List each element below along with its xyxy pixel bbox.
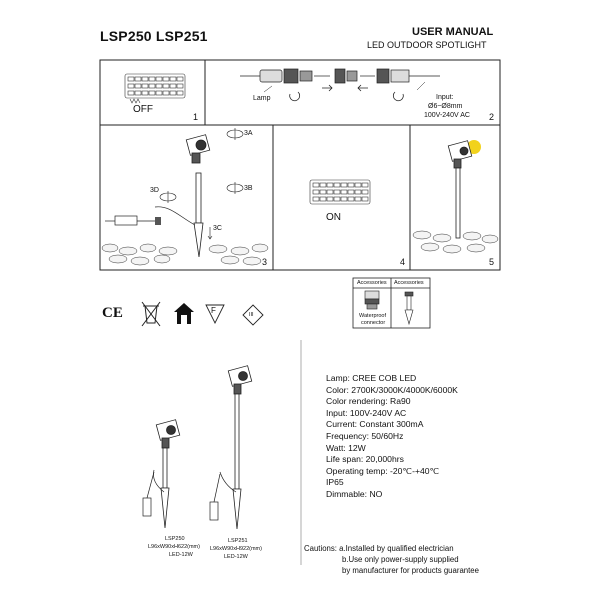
spec-lamp: Lamp: CREE COB LED xyxy=(326,373,417,383)
spec-current: Current: Constant 300mA xyxy=(326,419,424,430)
manual-subtitle: LED OUTDOOR SPOTLIGHT xyxy=(367,40,487,50)
accessory-item-line1: Waterproof xyxy=(359,313,387,319)
step-number-5: 5 xyxy=(489,257,495,267)
spec-color-rendering: Color rendering: Ra90 xyxy=(326,396,411,407)
installed-lamp-lit xyxy=(412,140,499,254)
callout-3c: 3C xyxy=(213,225,222,232)
spec-dimmable: Dimmable: NO xyxy=(326,488,383,499)
product-model-lsp250: LSP250 xyxy=(165,536,185,542)
spec-ip-rating: IP65 xyxy=(326,477,344,488)
spec-frequency: Frequency: 50/60Hz xyxy=(326,430,404,441)
switch-state-off: OFF xyxy=(133,104,153,115)
callout-3b: 3B xyxy=(244,185,253,192)
product-drawings xyxy=(142,365,253,530)
model-title: LSP250 LSP251 xyxy=(100,28,208,44)
accessories-header-2: Accessories xyxy=(394,280,424,286)
class-iii-icon xyxy=(242,304,264,326)
product-model-lsp251: LSP251 xyxy=(228,538,248,544)
step-number-3: 3 xyxy=(262,257,268,267)
product-power-lsp251: LED-12W xyxy=(224,554,248,560)
spec-life-span: Life span: 20,000hrs xyxy=(326,454,404,465)
manual-title: USER MANUAL xyxy=(412,26,494,38)
lamp-label: Lamp xyxy=(253,95,271,102)
caution-b: b.Use only power-supply supplied xyxy=(342,555,459,564)
cable-diameter: Ø6~Ø8mm xyxy=(428,103,463,110)
callout-3d: 3D xyxy=(150,187,159,194)
assembly-diagram xyxy=(101,128,269,266)
caution-c: by manufacturer for products guarantee xyxy=(342,566,479,575)
product-dims-lsp250: L96xW90xH622(mm) xyxy=(148,544,200,550)
step-number-4: 4 xyxy=(400,257,406,267)
class-iii-label: III xyxy=(249,312,254,318)
step-number-2: 2 xyxy=(489,112,495,122)
product-power-lsp250: LED-12W xyxy=(169,552,193,558)
spec-operating-temp: Operating temp: -20℃-+40℃ xyxy=(326,465,440,476)
accessory-item-line2: connector xyxy=(361,320,386,326)
caution-a: Cautions: a.Installed by qualified elect… xyxy=(304,544,454,553)
terminal-block-off xyxy=(124,73,186,104)
switch-state-on: ON xyxy=(326,212,341,223)
callout-3a: 3A xyxy=(244,130,253,137)
spec-color: Color: 2700K/3000K/4000K/6000K xyxy=(326,384,458,395)
ce-mark-icon: CE xyxy=(102,305,123,321)
spec-list: Lamp: CREE COB LED Color: 2700K/3000K/40… xyxy=(326,373,458,501)
waterproof-connector-diagram xyxy=(240,68,440,102)
section-divider xyxy=(300,340,302,565)
f-mark-label: F xyxy=(211,306,216,315)
spec-input: Input: 100V-240V AC xyxy=(326,407,407,418)
input-label: Input: xyxy=(436,94,454,101)
accessories-header-1: Accessories xyxy=(357,280,387,286)
f-mark-icon xyxy=(205,304,225,325)
step-number-1: 1 xyxy=(193,112,199,122)
weee-bin-icon xyxy=(141,301,161,327)
spec-watt: Watt: 12W xyxy=(326,442,366,453)
input-voltage: 100V-240V AC xyxy=(424,112,470,119)
product-dims-lsp251: L96xW90xH922(mm) xyxy=(210,546,262,552)
terminal-block-on xyxy=(309,179,371,205)
indoor-use-icon xyxy=(174,303,194,324)
accessories-table xyxy=(352,277,431,329)
